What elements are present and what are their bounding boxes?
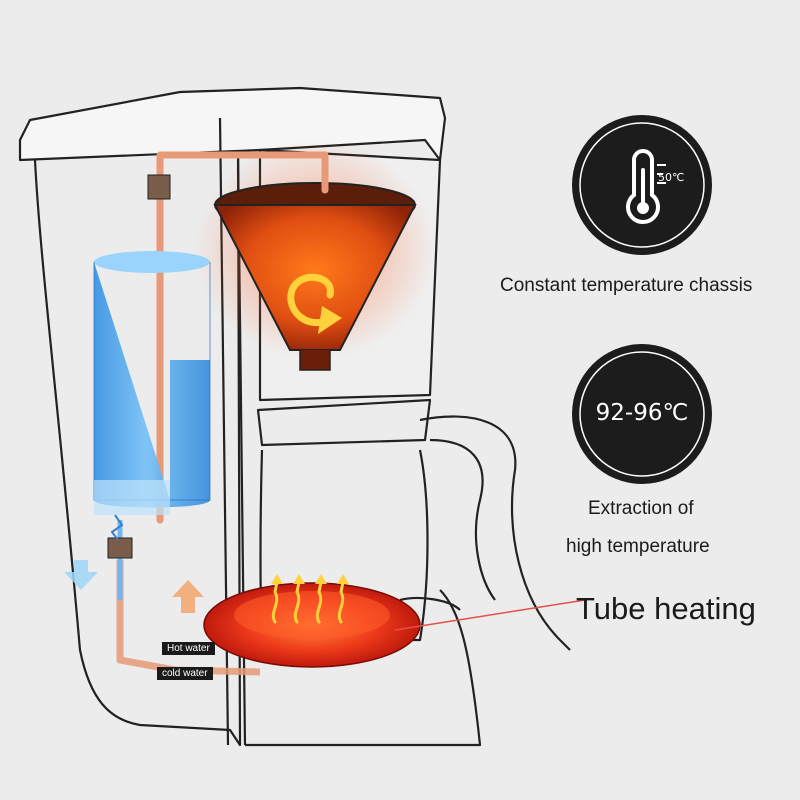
valve-connector [107, 537, 133, 559]
hot-water-tag: Hot water [162, 642, 215, 655]
water-tank [93, 251, 211, 515]
thermostat-badge-ring [579, 122, 705, 248]
swirl-arrow-head [318, 306, 342, 334]
thermometer-bulb [637, 202, 649, 214]
cold-flow-arrow [64, 560, 98, 590]
extraction-label-line2: high temperature [566, 536, 710, 557]
heat-wave-arrowheads [271, 574, 349, 584]
extraction-label-line1: Extraction of [588, 498, 694, 519]
pipe-connector [147, 174, 171, 200]
cold-water-tag: cold water [157, 667, 213, 680]
drip-arrow [110, 514, 124, 541]
extraction-badge-text: 92-96℃ [595, 400, 689, 426]
thermometer-reading: 50℃ [658, 171, 685, 184]
hot-water-pipe [156, 151, 329, 524]
extraction-badge [572, 344, 712, 484]
heat-waves [271, 580, 345, 624]
hot-flow-arrow [172, 580, 204, 613]
cold-water-pipe [116, 560, 261, 676]
heater-plate [203, 582, 421, 668]
heating-label: Tube heating [576, 591, 756, 626]
thermometer-ticks [657, 164, 666, 184]
thermostat-label: Constant temperature chassis [500, 275, 753, 296]
extraction-badge-ring [579, 351, 705, 477]
heating-callout-line [394, 599, 586, 631]
thermometer-icon [626, 149, 660, 224]
swirl-arrow [287, 273, 336, 327]
